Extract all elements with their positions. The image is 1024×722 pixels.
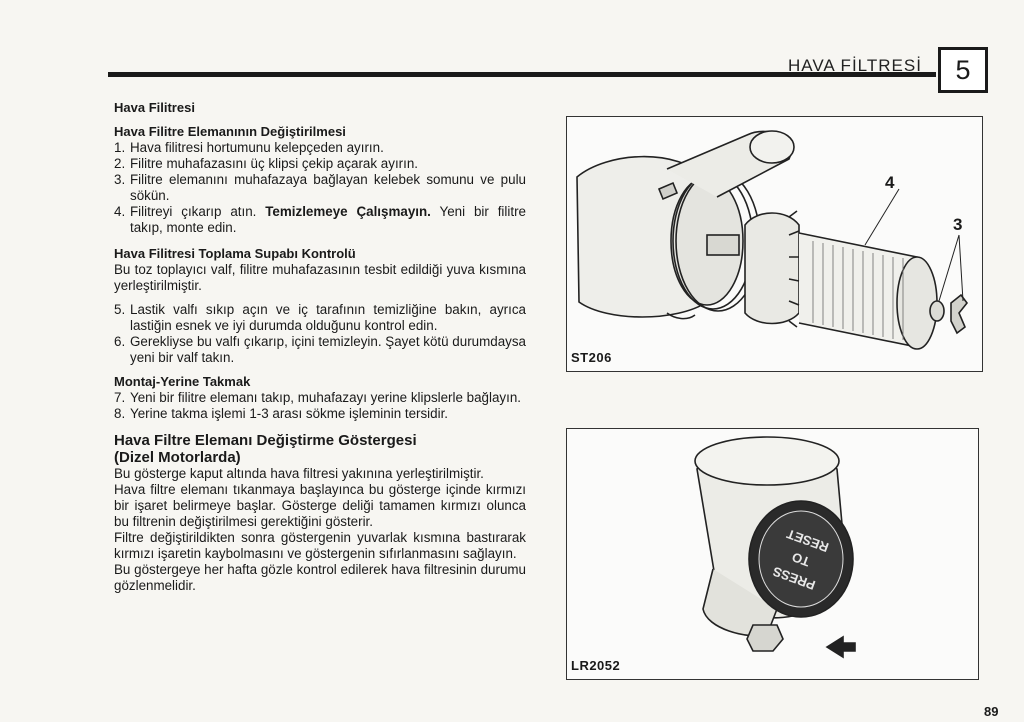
air-filter-figure: 4 3 ST206: [566, 116, 983, 372]
figure-code: ST206: [571, 350, 612, 365]
indicator-drawing: PRESS TO RESET: [694, 436, 856, 659]
text-column: Hava Filitresi Hava Filitre Elemanının D…: [114, 100, 526, 594]
header-title: HAVA FİLTRESİ: [788, 56, 922, 75]
list-item: 7. Yeni bir filitre elemanı takıp, muhaf…: [114, 390, 522, 405]
page-number: 89: [984, 704, 999, 719]
callout-label: 3: [953, 215, 963, 234]
list-item: 3. Filitre elemanını muhafazaya bağlayan…: [114, 172, 526, 203]
indicator-subtitle: (Dizel Motorlarda): [114, 449, 241, 466]
replace-title: Hava Filitre Elemanının Değiştirilmesi: [114, 124, 346, 139]
list-item: 8. Yerine takma işlemi 1-3 arası sökme i…: [114, 406, 449, 421]
reset-label-word: TO: [790, 549, 812, 569]
indicator-figure: PRESS TO RESET LR2052: [566, 428, 979, 680]
list-item: 4. Filitreyi çıkarıp atın. Temizlemeye Ç…: [114, 204, 526, 235]
indicator-paragraph: Filtre değiştirildikten sonra göstergeni…: [114, 530, 526, 561]
indicator-paragraph: Bu göstergeye her hafta gözle kontrol ed…: [114, 562, 526, 593]
indicator-paragraph: Bu gösterge kaput altında hava filtresi …: [114, 466, 484, 481]
assembly-title: Montaj-Yerine Takmak: [114, 374, 251, 389]
callout-label: 4: [885, 173, 895, 192]
valve-intro: Bu toz toplayıcı valf, filitre muhafazas…: [114, 262, 526, 293]
header-rule: [108, 72, 936, 77]
list-item: 5. Lastik valfı sıkıp açın ve iç tarafın…: [114, 302, 526, 333]
list-item: 2. Filitre muhafazasını üç klipsi çekip …: [114, 156, 419, 171]
figure-code: LR2052: [571, 658, 621, 673]
warning-text: Temizlemeye Çalışmayın.: [265, 204, 431, 219]
indicator-paragraph: Hava filtre elemanı tıkanmaya başlayınca…: [114, 482, 526, 529]
chapter-number: 5: [938, 47, 988, 93]
list-item: 1. Hava filitresi hortumunu kelepçeden a…: [114, 140, 384, 155]
main-title: Hava Filitresi: [114, 100, 195, 115]
indicator-title: Hava Filtre Elemanı Değiştirme Gösterges…: [114, 432, 417, 449]
air-filter-drawing: [576, 130, 969, 350]
list-item: 6. Gerekliyse bu valfı çıkarıp, içini te…: [114, 334, 526, 365]
valve-title: Hava Filitresi Toplama Supabı Kontrolü: [114, 246, 356, 261]
